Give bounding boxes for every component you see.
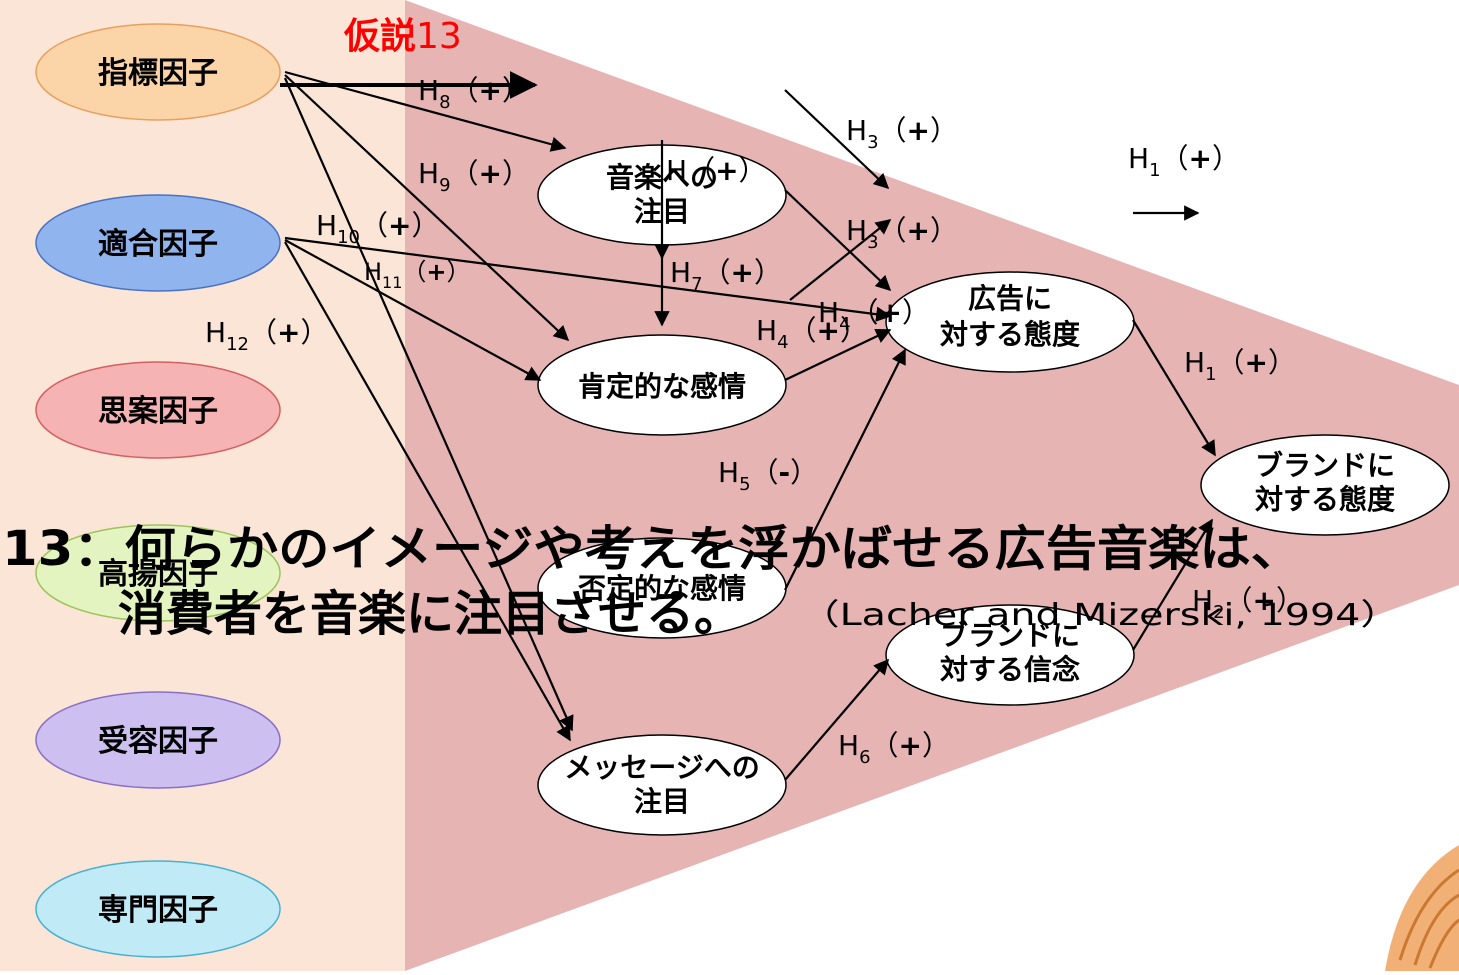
arrow-belief-brand — [1132, 518, 1213, 651]
path-label-h5: H5（-） — [718, 456, 818, 495]
arrow-fit-message — [284, 241, 571, 742]
node-brand-belief: ブランドに対する信念 — [885, 604, 1135, 706]
arrow-music-ad — [784, 189, 892, 292]
path-arrows — [280, 70, 1216, 781]
factor-label: 受容因子 — [98, 724, 218, 759]
node-positive-emotion: 肯定的な感情 — [537, 334, 787, 436]
path-label-h7: H7（+） — [670, 256, 782, 295]
svg-text:ブランドに対する態度: ブランドに対する態度 — [1255, 449, 1395, 516]
svg-text:ブランドに対する信念: ブランドに対する信念 — [940, 619, 1080, 686]
arrow-h3-mid — [789, 219, 892, 301]
corner-decoration — [1385, 845, 1459, 971]
factor-label: 高揚因子 — [98, 557, 218, 592]
arrow-fit-ad — [284, 236, 892, 322]
statement-line-1: 13：何らかのイメージや考えを浮かばせる広告音楽は、 — [2, 521, 1302, 577]
arrow-indicator-music — [284, 70, 567, 152]
factor-fit: 適合因子 — [35, 194, 281, 292]
path-label-h3-mid: H3（+） — [846, 214, 958, 253]
factor-label: 適合因子 — [98, 227, 218, 262]
arrow-negative-ad — [784, 348, 906, 591]
path-label-h8: H8（+） — [418, 74, 530, 113]
svg-text:否定的な感情: 否定的な感情 — [578, 572, 746, 605]
factor-label: 思案因子 — [98, 394, 218, 429]
arrow-positive-ad — [784, 329, 892, 381]
path-label-h1: H1（+） — [1184, 346, 1296, 385]
svg-text:広告に対する態度: 広告に対する態度 — [940, 282, 1080, 351]
node-negative-emotion: 否定的な感情 — [537, 537, 787, 639]
path-label-h11: H11（+） — [364, 258, 471, 292]
path-label-h12: H12（+） — [205, 316, 328, 355]
hypothesis-statement: 13：何らかのイメージや考えを浮かばせる広告音楽は、 消費者を音楽に注目させる。… — [2, 521, 1400, 642]
arrow-indicator-message — [283, 77, 574, 732]
path-label-h10: H10（+） — [316, 209, 439, 248]
node-message-attention: メッセージへの注目 — [537, 734, 787, 836]
factor-expertise: 専門因子 — [35, 860, 281, 958]
path-label-h1-legend: H1（+） — [1128, 142, 1240, 181]
path-label-h9: H9（+） — [418, 157, 530, 196]
path-label-h4-upper: H4（+） — [818, 296, 930, 335]
arrow-h3-upper — [784, 89, 890, 190]
path-label-h2: H2（+） — [1192, 584, 1304, 623]
factor-acceptance: 受容因子 — [35, 691, 281, 789]
factor-label: 指標因子 — [98, 56, 218, 91]
factor-deliberation: 思案因子 — [35, 361, 281, 459]
svg-text:肯定的な感情: 肯定的な感情 — [578, 370, 746, 403]
path-label-h6: H6（+） — [838, 729, 950, 768]
arrow-fit-positive — [284, 239, 542, 381]
path-label-overlap: H（+） — [666, 154, 767, 187]
left-panel — [0, 0, 405, 971]
factor-indicator: 指標因子 — [35, 23, 281, 121]
path-labels: H8（+） H9（+） H10（+） H11（+） H12（+） H3（+） H… — [205, 74, 1304, 768]
svg-text:メッセージへの注目: メッセージへの注目 — [564, 751, 759, 818]
statement-citation: （Lacher and Mizerski, 1994） — [800, 598, 1400, 633]
node-brand-attitude: ブランドに対する態度 — [1200, 434, 1450, 536]
arrow-ad-brand — [1132, 319, 1216, 457]
node-ad-attitude: 広告に対する態度 — [885, 271, 1135, 373]
arrow-indicator-positive — [284, 74, 570, 342]
path-label-h3-upper: H3（+） — [846, 114, 958, 153]
hypothesis-title: 仮説13 — [343, 16, 462, 57]
statement-line-2: 消費者を音楽に注目させる。 — [118, 586, 742, 642]
factor-label: 専門因子 — [98, 893, 218, 928]
path-label-h4: H4（+） — [756, 314, 868, 353]
arrow-message-belief — [784, 658, 890, 781]
factor-uplift: 高揚因子 — [35, 524, 281, 622]
